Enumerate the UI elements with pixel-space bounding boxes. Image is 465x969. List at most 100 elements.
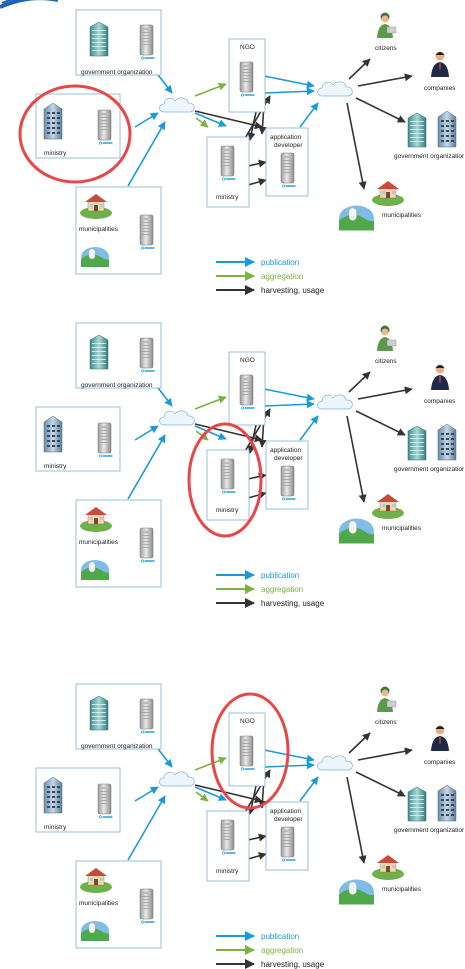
application-developer-label: application: [270, 808, 301, 815]
landscape-icon: [338, 879, 375, 905]
building-icon: [43, 415, 63, 453]
ngo-node: NGO: [228, 38, 266, 113]
municipalities-node: municipalities: [75, 499, 162, 588]
company-person-icon: [431, 725, 449, 751]
server-icon: [139, 698, 155, 734]
publication-arrow: [134, 786, 159, 802]
application-developer-label: application: [270, 134, 301, 141]
harvesting-arrow: [346, 415, 367, 503]
building-icon: [407, 112, 427, 148]
harvesting-arrow: [348, 732, 371, 754]
harvesting-arrow: [247, 159, 267, 168]
municipalities-label: municipalities: [79, 900, 119, 907]
server-icon: [220, 145, 236, 181]
cloud-icon: [317, 81, 353, 97]
municipalities-node: municipalities: [75, 860, 162, 949]
government-organization-label: government organization: [81, 382, 153, 389]
harvesting-arrow: [355, 410, 406, 436]
government-organization-label: government organization: [81, 743, 153, 750]
government-organization-node: government organization: [75, 683, 162, 750]
diagram-panel-1: government organizationministrymunicipal…: [18, 9, 465, 295]
ngo-node: NGO: [228, 712, 266, 787]
diagram-panel-3: government organization ministry municipal…: [35, 683, 465, 969]
arrows-group: [127, 58, 413, 190]
cloud-icon: [317, 394, 353, 410]
harvesting-arrow: [247, 178, 267, 186]
harvesting-arrow: [357, 73, 413, 87]
harvesting-arrow: [247, 491, 267, 499]
citizens-label: citizens: [375, 45, 397, 52]
harvesting-arrow: [355, 97, 406, 123]
publication-arrow: [263, 761, 315, 770]
harvesting-arrow: [357, 386, 413, 400]
server-icon: [239, 735, 255, 771]
harvesting-arrow: [194, 784, 263, 804]
cloud-icon: [317, 755, 353, 771]
government-organization-node: government organization: [75, 9, 162, 76]
citizen-icon: [376, 325, 397, 352]
harvesting-arrow: [355, 771, 406, 797]
application-developer-label: developer: [274, 142, 303, 149]
ministry-node: ministry: [35, 93, 121, 159]
server-icon: [139, 24, 155, 60]
building-icon: [437, 423, 457, 461]
harvesting-arrow: [357, 747, 413, 761]
ministry-node: ministry: [35, 406, 121, 472]
government-organization-label: government organization: [81, 69, 153, 76]
harvesting-arrow: [194, 110, 263, 130]
building-icon: [407, 425, 427, 461]
publication-arrow: [134, 112, 159, 128]
building-icon: [89, 695, 109, 731]
landscape-icon: [80, 559, 110, 581]
landscape-icon: [80, 246, 110, 268]
publication-arrow: [194, 112, 227, 127]
aggregation-arrow: [194, 756, 227, 771]
citizen-icon: [376, 686, 397, 713]
house-icon: [371, 854, 405, 881]
corner-arc: [0, 0, 58, 9]
building-icon: [89, 21, 109, 57]
highlight-circle: [187, 422, 263, 538]
house-icon: [371, 493, 405, 520]
application-developer-label: developer: [274, 455, 303, 462]
harvesting-arrow: [247, 472, 267, 481]
harvesting-arrow: [247, 852, 267, 860]
aggregator-ministry-label: ministry: [216, 868, 239, 875]
ngo-label: NGO: [240, 357, 255, 364]
municipalities-label: municipalities: [79, 539, 119, 546]
building-icon: [437, 784, 457, 822]
citizens-label: citizens: [375, 358, 397, 365]
legend-aggregation-label: aggregation: [261, 946, 303, 955]
landscape-icon: [338, 205, 375, 231]
ngo-label: NGO: [240, 44, 255, 51]
cloud-icon: [159, 771, 195, 787]
citizen-icon: [376, 12, 397, 39]
server-icon: [280, 465, 296, 501]
server-icon: [97, 109, 113, 145]
aggregator-ministry-label: ministry: [216, 194, 239, 201]
legend-aggregation-label: aggregation: [261, 585, 303, 594]
publication-arrow: [127, 795, 166, 861]
cloud-icon: [159, 410, 195, 426]
publication-arrow: [263, 388, 315, 402]
harvesting-arrow: [346, 102, 367, 190]
harvesting-arrow: [243, 95, 271, 141]
ministry-label: ministry: [44, 150, 67, 157]
government-organization-node: government organization: [75, 322, 162, 389]
building-icon: [437, 110, 457, 148]
publication-arrow: [194, 425, 227, 440]
harvesting-arrow: [346, 776, 367, 864]
aggregator-ministry-label: ministry: [216, 507, 239, 514]
legend-harvesting-label: harvesting, usage: [261, 286, 325, 295]
harvesting-arrow: [243, 408, 271, 454]
municipalities-right-label: municipalities: [382, 886, 422, 893]
companies-label: companies: [424, 398, 456, 405]
highlight-circle: [18, 84, 132, 184]
publication-arrow: [299, 776, 319, 802]
